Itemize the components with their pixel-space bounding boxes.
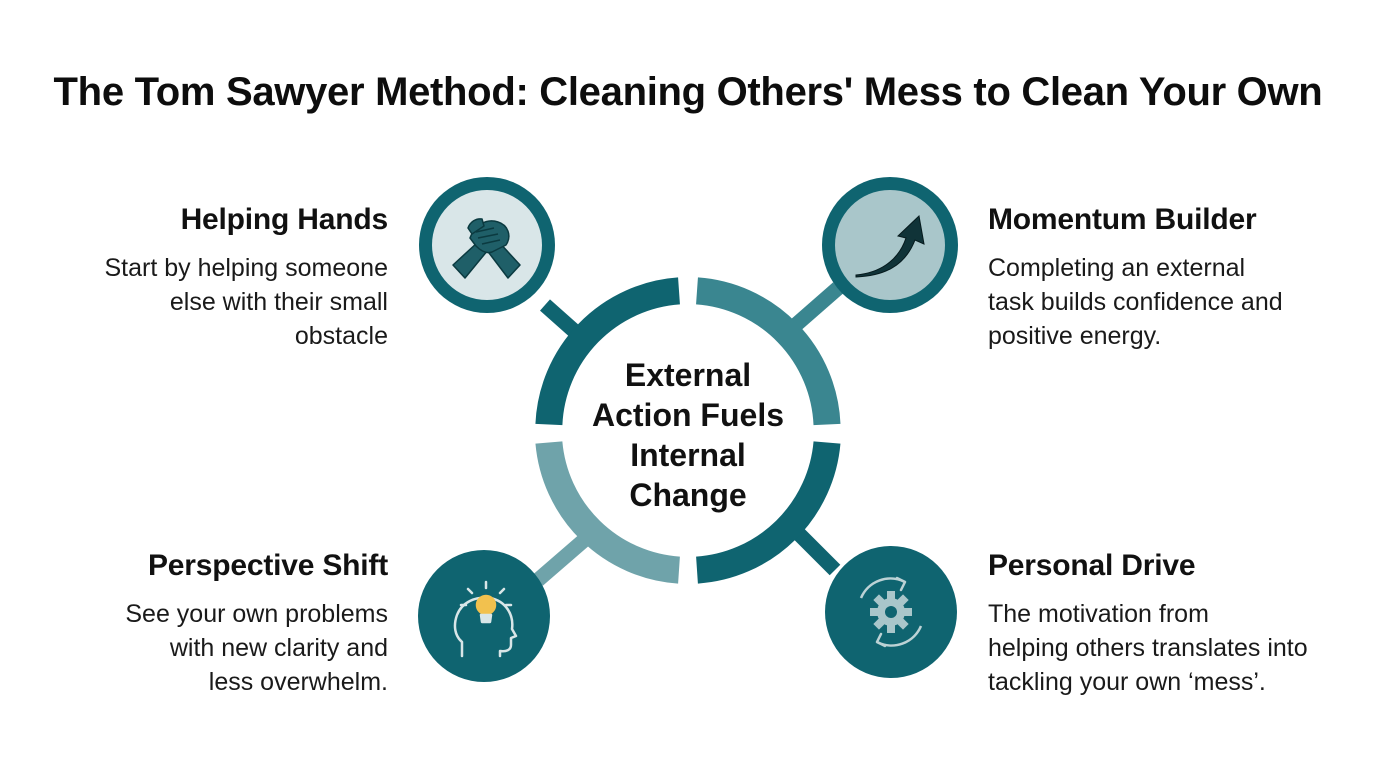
- center-line-2: Action Fuels: [592, 397, 784, 433]
- node-personal-drive: [825, 546, 957, 678]
- desc-line: task builds confidence and: [988, 288, 1283, 316]
- block-perspective-shift: Perspective Shift See your own problems …: [48, 549, 388, 699]
- center-line-4: Change: [629, 477, 746, 513]
- node-perspective-shift: [418, 550, 550, 682]
- desc-line: else with their small: [169, 288, 388, 316]
- node-momentum-builder: [822, 177, 958, 313]
- center-line-1: External: [625, 357, 751, 393]
- helping-hands-description: Start by helping someone else with their…: [48, 251, 388, 353]
- rising-arrow-icon: [855, 214, 925, 278]
- ring-segment-top-left: [535, 277, 681, 426]
- node-helping-hands: [419, 177, 555, 313]
- personal-drive-title: Personal Drive: [988, 549, 1196, 582]
- perspective-shift-description: See your own problems with new clarity a…: [48, 597, 388, 699]
- center-line-3: Internal: [630, 437, 746, 473]
- block-personal-drive: Personal Drive The motivation from helpi…: [988, 549, 1328, 699]
- page-title: The Tom Sawyer Method: Cleaning Others' …: [53, 70, 1323, 114]
- desc-line: The motivation from: [988, 600, 1209, 628]
- desc-line: less overwhelm.: [208, 668, 388, 696]
- desc-line: tackling your own ‘mess’.: [988, 668, 1266, 696]
- block-momentum-builder: Momentum Builder Completing an external …: [988, 203, 1328, 353]
- desc-line: Completing an external: [988, 254, 1246, 282]
- desc-line: obstacle: [294, 322, 388, 350]
- gear-cycle-icon: [859, 576, 923, 648]
- desc-line: positive energy.: [988, 322, 1162, 350]
- helping-hands-title: Helping Hands: [180, 203, 389, 236]
- personal-drive-description: The motivation from helping others trans…: [988, 597, 1348, 699]
- ring-segment-top-right: [695, 277, 841, 426]
- desc-line: See your own problems: [125, 600, 388, 628]
- desc-line: with new clarity and: [169, 634, 388, 662]
- node-inner-momentum-builder: [835, 190, 945, 300]
- momentum-builder-description: Completing an external task builds confi…: [988, 251, 1348, 353]
- perspective-shift-title: Perspective Shift: [147, 549, 388, 582]
- momentum-builder-title: Momentum Builder: [988, 203, 1257, 236]
- ring-segment-bottom-right: [695, 441, 841, 584]
- lightbulb-head-icon: [453, 580, 518, 658]
- connector-perspective-shift: [533, 529, 595, 586]
- connector-momentum-builder: [785, 282, 843, 336]
- block-helping-hands: Helping Hands Start by helping someone e…: [48, 203, 388, 353]
- center-text: External Action Fuels Internal Change: [592, 357, 784, 513]
- desc-line: Start by helping someone: [104, 254, 388, 282]
- desc-line: helping others translates into: [988, 634, 1308, 662]
- ring-segment-bottom-left: [535, 441, 681, 584]
- handshake-icon: [452, 218, 521, 279]
- center-ring: [535, 277, 841, 584]
